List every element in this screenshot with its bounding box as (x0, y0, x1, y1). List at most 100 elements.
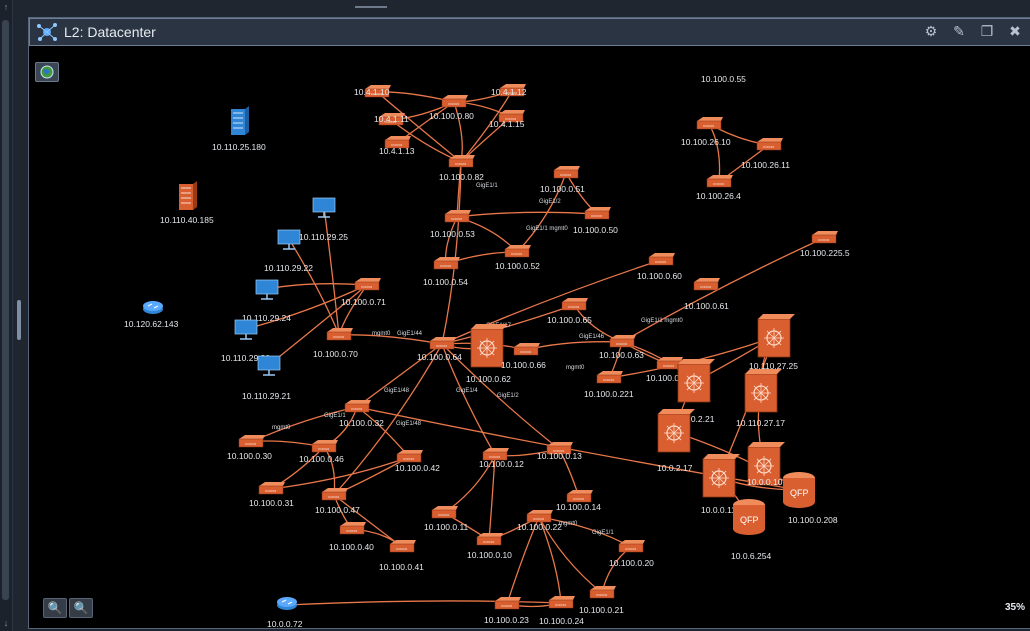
device-sw[interactable]: ▭▭▭10.100.0.53 (430, 210, 475, 239)
link-line[interactable] (538, 516, 603, 594)
device-sw[interactable]: ▭▭▭10.100.0.47 (315, 488, 360, 515)
link-line[interactable] (356, 406, 410, 458)
zoom-out-button[interactable]: 🔍 (69, 598, 93, 618)
device-sw[interactable]: ▭▭▭10.100.26.4 (696, 175, 741, 201)
link-line[interactable] (488, 454, 496, 541)
link-line[interactable] (376, 91, 462, 163)
link-line[interactable] (538, 516, 562, 604)
device-core[interactable]: 10.0.2.21 (677, 359, 715, 424)
device-server[interactable]: 10.110.25.180 (212, 106, 266, 152)
scroll-down-arrow-icon[interactable]: ↓ (3, 618, 9, 628)
device-sw[interactable]: ▭▭▭10.100.0.52 (495, 245, 540, 271)
device-sw[interactable]: ▭▭▭10.100.0.13 (537, 442, 582, 461)
link-line[interactable] (441, 161, 462, 345)
link-line[interactable] (338, 284, 368, 336)
device-core[interactable]: 10.110.27.25 (749, 314, 798, 371)
device-sw[interactable]: ▭▭▭10.100.0.22 (517, 510, 562, 532)
device-sw[interactable]: ▭▭▭10.100.0.51 (540, 166, 585, 194)
device-sw[interactable]: ▭▭▭10.4.1.11 (374, 113, 409, 126)
device-sw[interactable]: ▭▭▭10.4.1.12 (491, 84, 527, 97)
paperclip-icon[interactable]: ✎ (953, 23, 965, 39)
device-sw[interactable]: ▭▭▭10.100.0.60 (637, 253, 682, 281)
device-monitor[interactable]: 10.110.29.24 (242, 279, 291, 323)
link-line[interactable] (245, 284, 368, 330)
link-line[interactable] (441, 343, 560, 450)
link-line[interactable] (506, 516, 540, 605)
device-monitor[interactable]: 10.110.29.30 (221, 319, 270, 363)
device-sw[interactable]: ▭▭▭10.4.1.15 (489, 110, 525, 129)
drag-grip[interactable] (355, 6, 387, 8)
link-line[interactable] (708, 123, 721, 183)
device-sw[interactable]: ▭▭▭10.100.0.41 (379, 540, 424, 572)
device-core[interactable]: 10.0.0.11 (701, 454, 740, 515)
device-monitor[interactable]: 10.110.29.21 (242, 355, 291, 401)
zoom-in-button[interactable]: 🔍 (43, 598, 67, 618)
device-router[interactable]: 10.0.0.72 (267, 597, 303, 627)
device-sw[interactable]: ▭▭▭10.4.1.10 (354, 85, 391, 98)
link-line[interactable] (525, 341, 623, 351)
close-icon[interactable]: ✖ (1009, 23, 1021, 39)
device-sw[interactable]: ▭▭▭10.100.0.20 (609, 540, 654, 568)
device-sw[interactable]: ▭▭▭10.100.0.221 (584, 371, 634, 399)
device-sw[interactable]: ▭▭▭10.100.0.70 (313, 328, 358, 359)
device-core[interactable]: 10.0.2.17 (657, 409, 695, 473)
globe-button[interactable] (35, 62, 59, 82)
link-line[interactable] (333, 343, 443, 496)
device-sw[interactable]: ▭▭▭10.100.0.21 (579, 586, 624, 615)
device-sw[interactable]: ▭▭▭10.100.26.11 (741, 138, 790, 170)
device-sw[interactable]: ▭▭▭10.100.0.66 (501, 343, 546, 370)
restore-icon[interactable]: ❐ (980, 23, 994, 39)
device-sw[interactable]: ▭▭▭10.100.0.12 (479, 448, 524, 469)
device-core[interactable]: 10.100.0.62 (466, 324, 511, 384)
device-sw[interactable]: ▭▭▭10.100.0.10 (467, 533, 512, 560)
device-sw[interactable]: ▭▭▭10.100.0.50 (573, 207, 618, 235)
left-scroll-rail[interactable]: ↑ ↓ (0, 0, 13, 631)
link-line[interactable] (338, 334, 443, 345)
device-sw[interactable]: ▭▭▭10.100.0.54 (423, 257, 468, 287)
link-line[interactable] (441, 343, 496, 456)
device-core[interactable]: 10.110.27.17 (736, 369, 785, 428)
link-line[interactable] (286, 600, 562, 606)
device-sw[interactable]: ▭▭▭10.100.0.23 (484, 597, 529, 625)
link-line[interactable] (356, 343, 443, 408)
device-sw[interactable]: ▭▭▭10.100.0.24 (539, 596, 584, 626)
device-sw[interactable]: ▭▭▭10.100.26.10 (681, 117, 731, 147)
device-sw[interactable]: ▭▭▭10.100.0.61 (684, 278, 729, 311)
device-sw[interactable]: ▭▭▭10.100.0.30 (227, 435, 272, 461)
device-sw[interactable]: ▭▭▭10.100.0.42 (395, 450, 440, 473)
link-line[interactable] (441, 259, 662, 345)
device-sw[interactable]: ▭▭▭10.100.0.46 (299, 440, 344, 464)
device-router[interactable]: 10.120.62.143 (124, 301, 179, 329)
scroll-up-arrow-icon[interactable]: ↑ (3, 2, 9, 12)
link-line[interactable] (356, 406, 800, 491)
device-sw[interactable]: ▭▭▭10.100.0.40 (329, 522, 374, 552)
device-server[interactable]: 10.110.40.185 (160, 181, 214, 225)
link-line[interactable] (456, 211, 598, 218)
device-core[interactable]: 10.0.0.10 (747, 442, 785, 487)
panel-resize-handle[interactable] (17, 300, 21, 340)
link-line[interactable] (621, 237, 825, 343)
link-line[interactable] (268, 284, 368, 366)
device-monitor[interactable]: 10.110.29.22 (264, 229, 313, 273)
device-sw[interactable]: ▭▭▭10.100.0.63 (599, 335, 644, 360)
device-sw[interactable]: ▭▭▭10.100.0.32 (339, 400, 384, 428)
scrollbar-track[interactable] (2, 20, 9, 600)
device-monitor[interactable]: 10.110.29.25 (299, 197, 348, 242)
gear-icon[interactable]: ⚙ (924, 23, 938, 39)
device-sw[interactable]: ▭▭▭10.100.0.14 (556, 490, 601, 512)
device-sw[interactable]: ▭▭▭10.100.0.82 (439, 155, 484, 182)
device-sw[interactable]: ▭▭▭10.100.0.31 (249, 482, 294, 508)
device-sw[interactable]: ▭▭▭10.100.0.11 (424, 506, 469, 532)
link-line[interactable] (460, 90, 513, 163)
device-sw[interactable]: ▭▭▭10.100.0.71 (341, 278, 386, 307)
device-sw[interactable]: ▭▭▭10.100.0.80 (429, 95, 474, 121)
device-sw[interactable]: ▭▭▭10.100.225.5 (800, 231, 850, 258)
device-sw[interactable]: ▭▭▭10.100.0.64 (417, 337, 462, 362)
link-line[interactable] (288, 238, 340, 336)
link-line[interactable] (323, 206, 340, 336)
device-sw[interactable]: ▭▭▭10.4.1.13 (379, 136, 415, 156)
device-sw[interactable]: ▭▭▭10.100.0.65 (547, 298, 592, 325)
